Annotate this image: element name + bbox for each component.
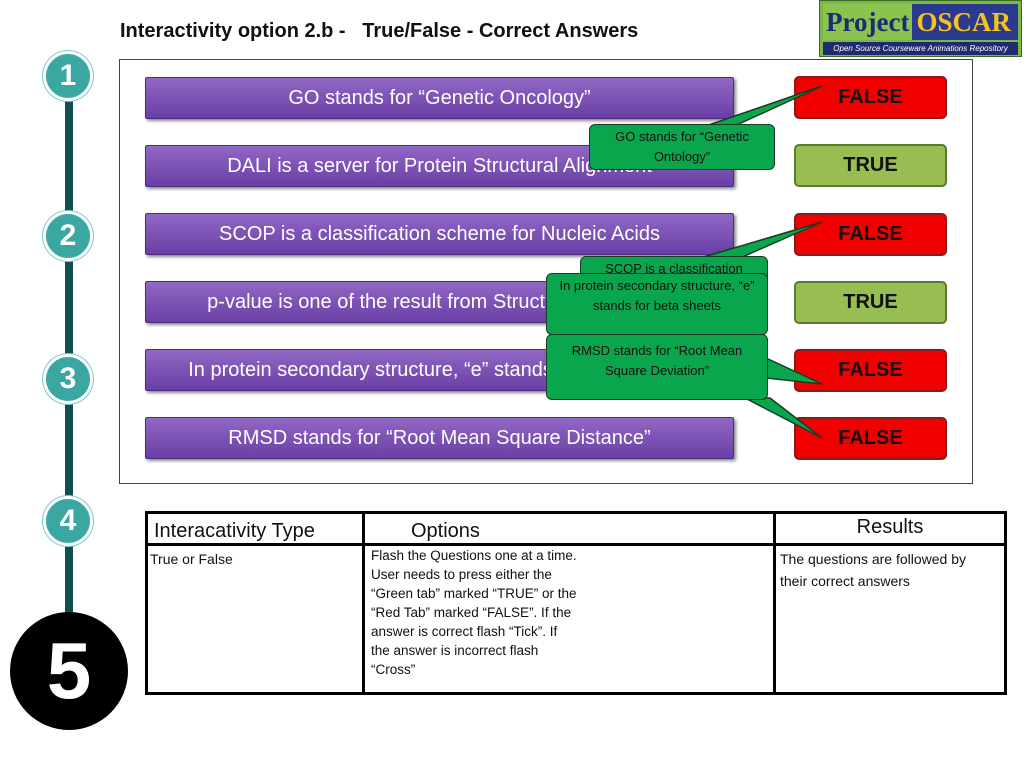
- quiz-panel: [119, 59, 973, 484]
- project-oscar-logo: Project OSCAR Open Source Courseware Ani…: [819, 0, 1022, 57]
- answer-tab-true-2[interactable]: TRUE: [794, 144, 947, 187]
- answer-tab-false-6[interactable]: FALSE: [794, 417, 947, 460]
- logo-word-oscar: OSCAR: [912, 4, 1018, 40]
- step-5-marker-current[interactable]: 5: [10, 612, 128, 730]
- question-bar-6[interactable]: RMSD stands for “Root Mean Square Distan…: [145, 417, 734, 459]
- logo-word-project: Project: [823, 4, 913, 40]
- slide-title: Interactivity option 2.b - True/False - …: [120, 20, 639, 42]
- options-line: “Cross”: [371, 662, 416, 677]
- options-description: Flash the Questions one at a time. User …: [365, 546, 622, 679]
- answer-tab-false-1[interactable]: FALSE: [794, 76, 947, 119]
- callout-e-correction: In protein secondary structure, “e” stan…: [546, 273, 768, 335]
- header-results: Results: [856, 516, 924, 538]
- step-3-marker[interactable]: 3: [43, 354, 93, 404]
- answer-tab-true-4[interactable]: TRUE: [794, 281, 947, 324]
- answer-tab-false-3[interactable]: FALSE: [794, 213, 947, 256]
- type-value: True or False: [150, 551, 233, 567]
- callout-tail-e: [765, 356, 823, 385]
- callout-tail-rmsd: [744, 397, 823, 439]
- options-line: answer is correct flash “Tick”. If: [371, 624, 558, 639]
- options-line: Flash the Questions one at a time.: [371, 548, 577, 563]
- question-bar-1[interactable]: GO stands for “Genetic Oncology”: [145, 77, 734, 119]
- question-bar-3[interactable]: SCOP is a classification scheme for Nucl…: [145, 213, 734, 255]
- header-interactivity-type: Interacativity Type: [154, 520, 315, 542]
- logo-tagline: Open Source Courseware Animations Reposi…: [823, 42, 1018, 55]
- options-line: the answer is incorrect flash: [371, 643, 539, 658]
- step-1-marker[interactable]: 1: [43, 51, 93, 101]
- options-line: User needs to press either the: [371, 567, 552, 582]
- step-4-marker[interactable]: 4: [43, 496, 93, 546]
- answer-tab-false-5[interactable]: FALSE: [794, 349, 947, 392]
- step-2-marker[interactable]: 2: [43, 211, 93, 261]
- callout-go-correction: GO stands for “Genetic Ontology”: [589, 124, 775, 170]
- callout-rmsd-correction: RMSD stands for “Root Mean Square Deviat…: [546, 334, 768, 400]
- header-options: Options: [411, 520, 480, 542]
- callout-tail-scop: [699, 221, 823, 259]
- callout-tail-go: [699, 85, 823, 129]
- options-line: “Red Tab” marked “FALSE”. If the: [371, 605, 572, 620]
- interactivity-info-table: Interacativity Type Options Results True…: [145, 511, 1007, 695]
- options-line: “Green tab” marked “TRUE” or the: [371, 586, 577, 601]
- results-value: The questions are followed by their corr…: [780, 551, 966, 589]
